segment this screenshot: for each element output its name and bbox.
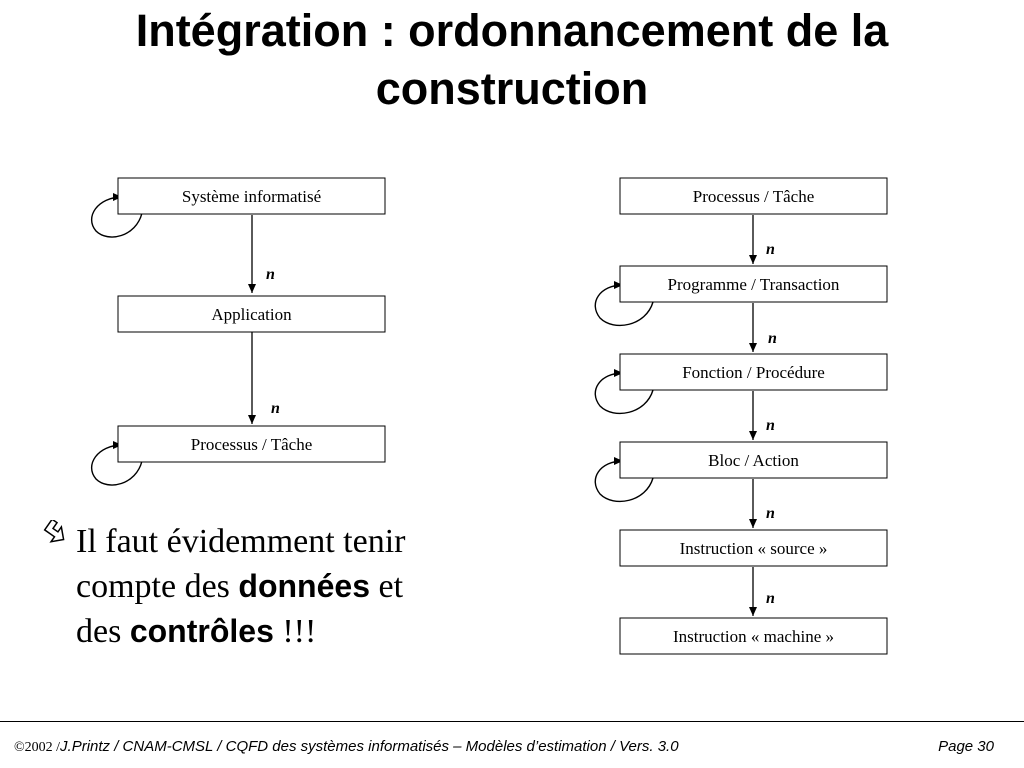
- left-node-1-label: Système informatisé: [182, 187, 321, 206]
- left-node-3-label: Processus / Tâche: [191, 435, 313, 454]
- left-node-2-label: Application: [211, 305, 292, 324]
- right-hierarchy: Processus / Tâche Programme / Transactio…: [594, 177, 888, 655]
- page-number: Page 30: [938, 738, 994, 755]
- bullet-line-2: compte des données et: [76, 564, 520, 609]
- bullet-line-2-pre: compte des: [76, 568, 239, 605]
- right-node-2-label: Programme / Transaction: [668, 275, 840, 294]
- right-link-label-3: n: [766, 417, 775, 434]
- bullet-keyword-donnees: données: [238, 568, 370, 604]
- left-self-loop-1: [90, 193, 143, 238]
- right-node-4-label: Bloc / Action: [708, 451, 799, 470]
- right-node-5: Instruction « source »: [619, 529, 888, 567]
- right-link-label-4: n: [766, 505, 775, 522]
- bullet-line-2-post: et: [369, 568, 404, 605]
- right-node-1-label: Processus / Tâche: [693, 187, 815, 206]
- bullet-keyword-controles: contrôles: [129, 613, 274, 649]
- right-node-3-label: Fonction / Procédure: [682, 363, 825, 382]
- bullet-line-3-post: !!!: [273, 613, 317, 650]
- left-hierarchy: Système informatisé Application Processu…: [90, 177, 386, 486]
- right-node-6: Instruction « machine »: [619, 617, 888, 655]
- footer: ©2002 /J.Printz / CNAM-CMSL / CQFD des s…: [14, 738, 994, 756]
- right-self-loop-3: [594, 369, 654, 415]
- right-node-2: Programme / Transaction: [619, 265, 888, 303]
- left-link-label-2: n: [271, 400, 280, 417]
- right-node-6-label: Instruction « machine »: [673, 627, 834, 646]
- title-line-1: Intégration : ordonnancement de la: [135, 5, 889, 56]
- left-node-2: Application: [117, 295, 386, 333]
- bullet-note: Il faut évidemment tenir compte des donn…: [40, 518, 520, 654]
- bullet-line-3-pre: des: [76, 613, 130, 650]
- footer-text: J.Printz / CNAM-CMSL / CQFD des systèmes…: [60, 738, 679, 755]
- bullet-line-1: Il faut évidemment tenir: [76, 523, 406, 560]
- footer-divider: [0, 721, 1024, 722]
- left-link-label-1: n: [266, 266, 275, 283]
- right-self-loop-2: [594, 281, 654, 327]
- right-node-5-label: Instruction « source »: [680, 539, 828, 558]
- title-line-2: construction: [375, 63, 649, 114]
- right-link-label-1: n: [766, 241, 775, 258]
- left-node-1: Système informatisé: [117, 177, 386, 215]
- page-title: Intégration : ordonnancement de la const…: [0, 2, 1024, 118]
- right-link-label-2: n: [768, 330, 777, 347]
- right-node-3: Fonction / Procédure: [619, 353, 888, 391]
- arrow-bullet-icon: [40, 518, 68, 565]
- right-self-loop-4: [594, 457, 654, 503]
- right-node-4: Bloc / Action: [619, 441, 888, 479]
- left-self-loop-3: [90, 441, 143, 486]
- right-node-1: Processus / Tâche: [619, 177, 888, 215]
- footer-copyright: ©2002 /: [14, 740, 61, 755]
- right-link-label-5: n: [766, 590, 775, 607]
- bullet-line-3: des contrôles !!!: [76, 609, 520, 654]
- left-node-3: Processus / Tâche: [117, 425, 386, 463]
- hierarchy-diagram: Système informatisé Application Processu…: [90, 177, 888, 655]
